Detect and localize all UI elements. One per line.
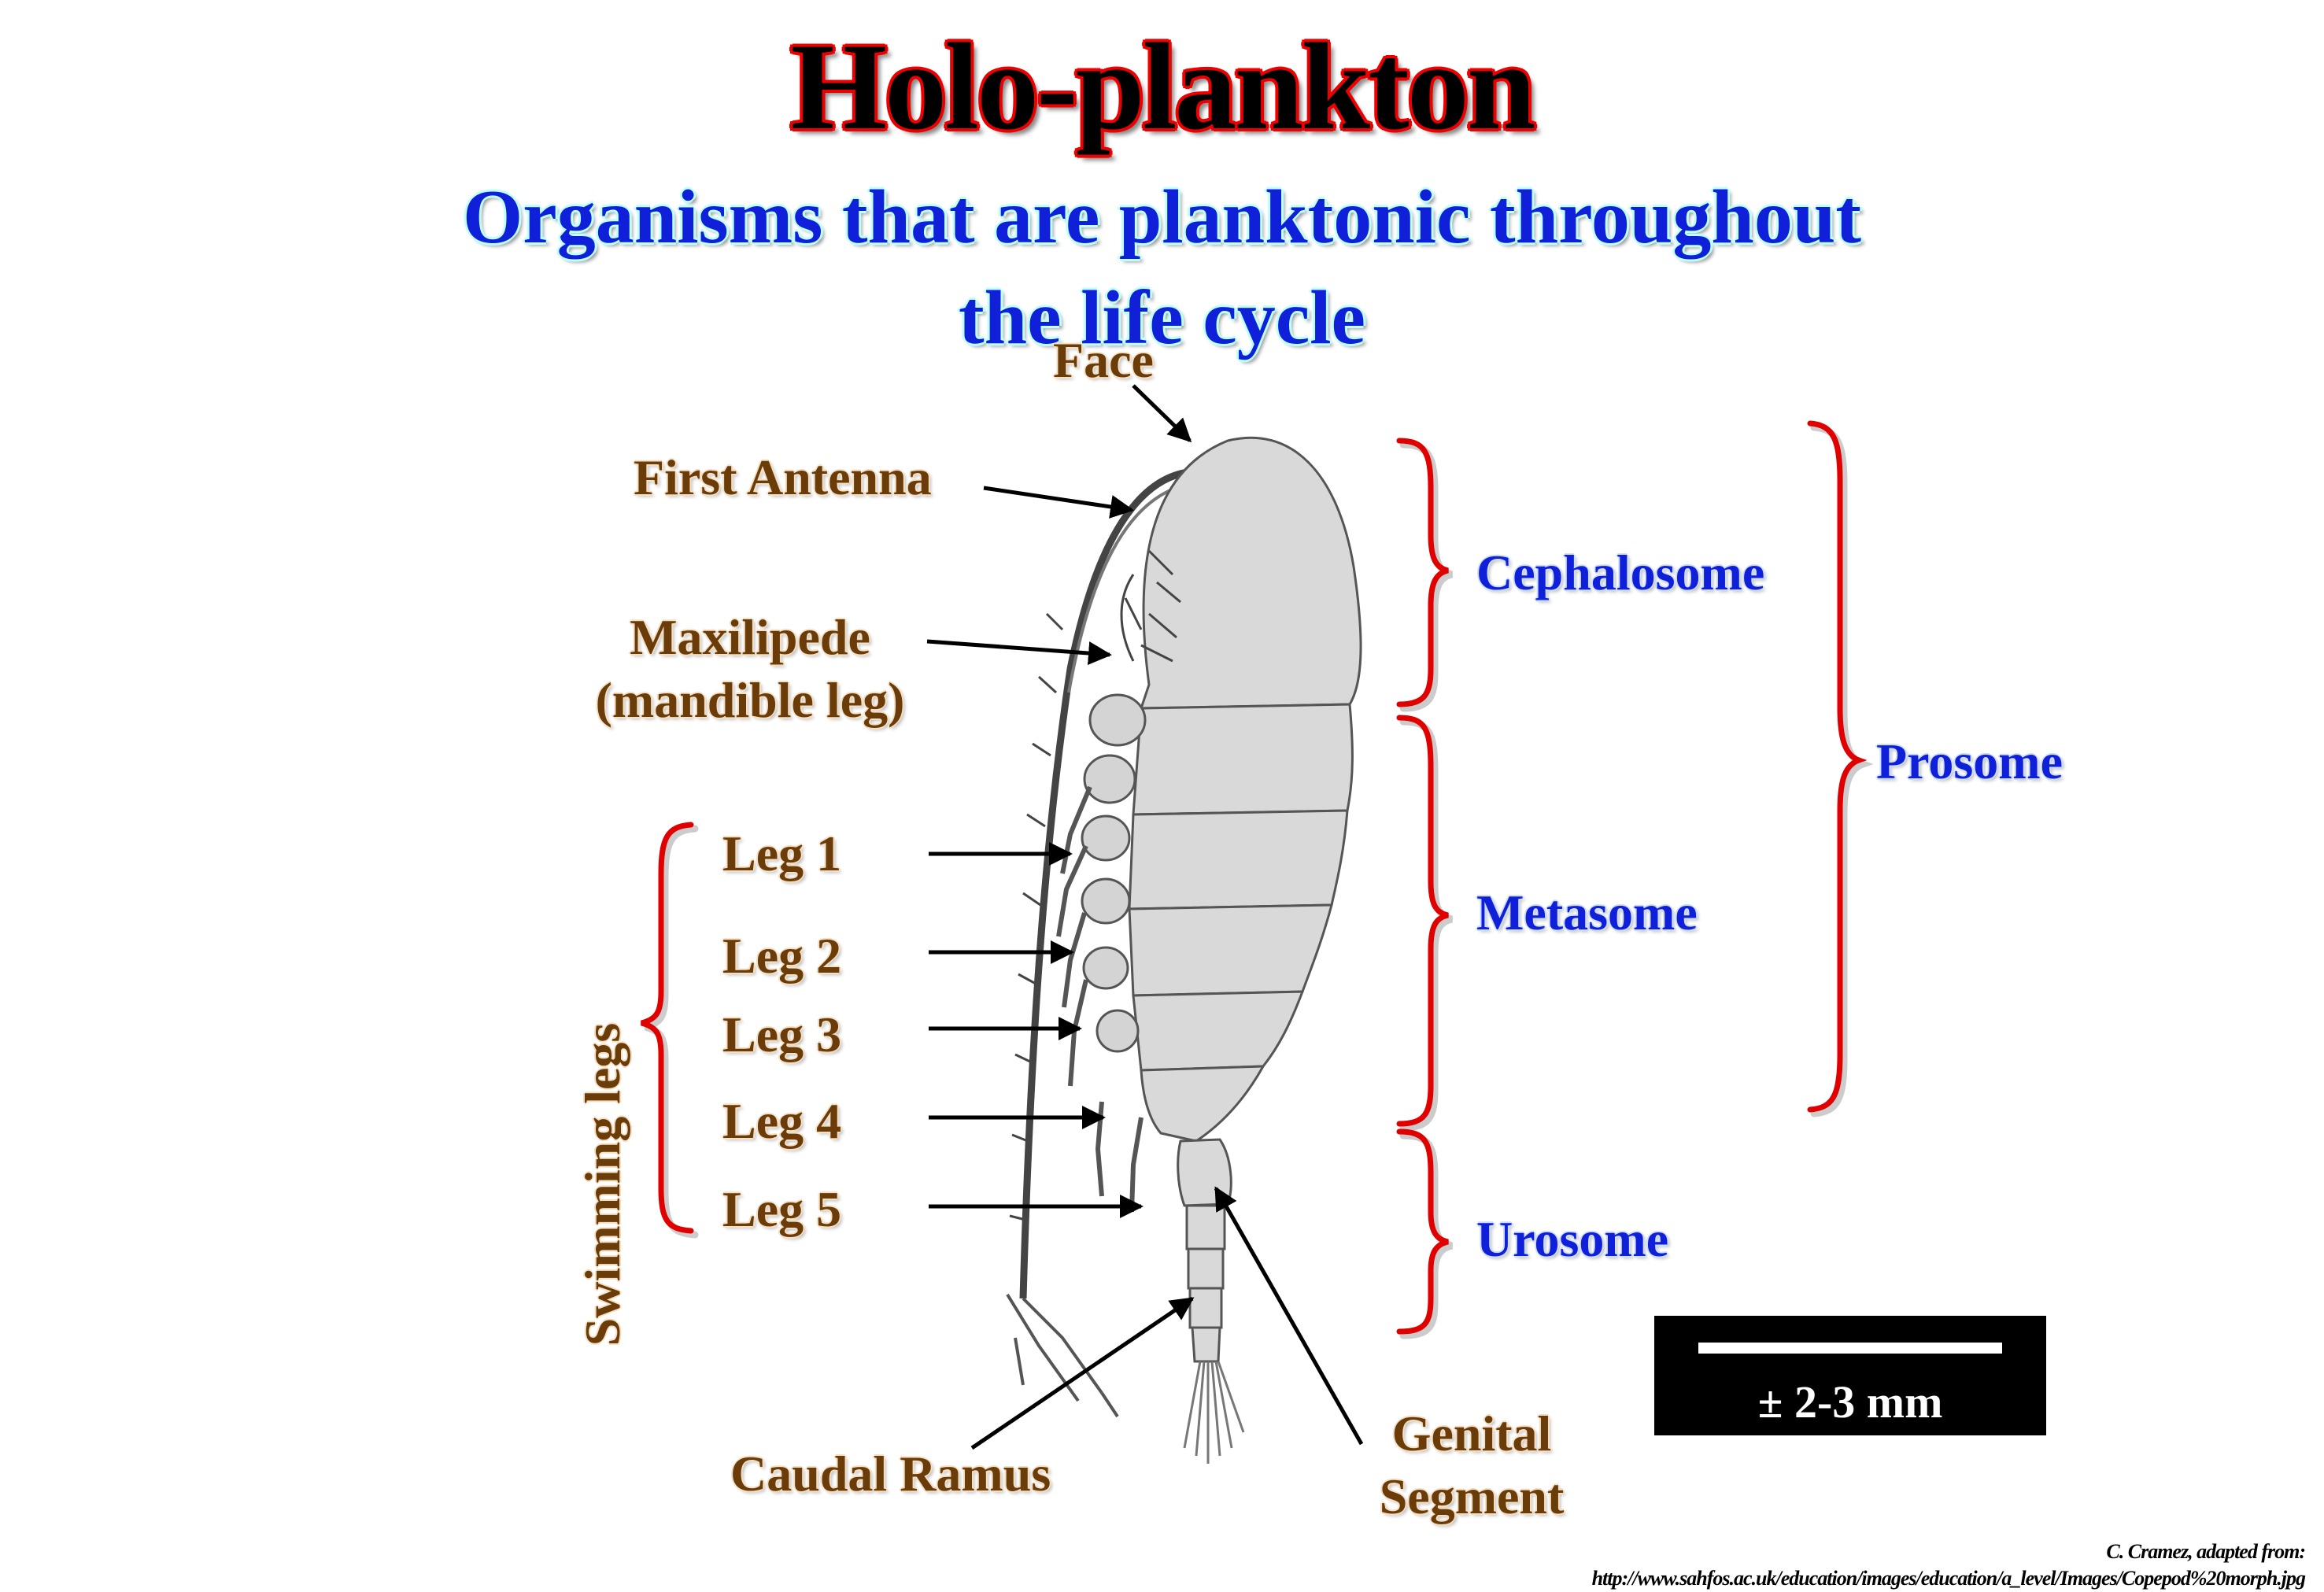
leg-4-label: Leg 4	[722, 1093, 842, 1149]
metasome-seg-4	[1132, 990, 1305, 1072]
scale-label: ± 2-3 mm	[1757, 1376, 1943, 1428]
metasome-seg-1	[1132, 703, 1354, 816]
cephalosome-label: Cephalosome	[1476, 545, 1765, 600]
metasome-label: Metasome	[1476, 885, 1698, 940]
subtitle-line-1: Organisms that are planktonic throughout	[463, 175, 1861, 260]
urosome-seg-4	[1188, 1287, 1223, 1329]
maxilipede-label-line-1: Maxilipede	[630, 609, 870, 665]
genital-segment-shape	[1177, 1138, 1232, 1207]
genital-segment-label: Genital Segment	[1354, 1402, 1590, 1528]
scale-bar	[1698, 1343, 2002, 1354]
prosome-label: Prosome	[1876, 733, 2063, 789]
genital-label-line-2: Segment	[1379, 1468, 1565, 1524]
leg-3-label: Leg 3	[722, 1007, 842, 1062]
cephalosome-brace	[1396, 438, 1449, 707]
credit-line-1: C. Cramez, adapted from:	[2106, 1540, 2306, 1563]
face-arrow	[1132, 384, 1192, 443]
metasome-seg-3	[1128, 903, 1333, 997]
swimming-legs-label: Swimming legs	[575, 1022, 630, 1346]
first-antenna-label: First Antenna	[634, 449, 932, 505]
urosome-seg-3	[1187, 1247, 1225, 1290]
region-braces	[641, 420, 1874, 1339]
genital-segment-arrow	[1214, 1186, 1364, 1446]
metasome-seg-5	[1140, 1065, 1265, 1143]
leg-5-label: Leg 5	[722, 1181, 842, 1237]
genital-label-line-1: Genital	[1391, 1405, 1552, 1461]
urosome-seg-2	[1185, 1204, 1226, 1250]
credit-line-2: http://www.sahfos.ac.uk/education/images…	[1591, 1567, 2306, 1590]
cephalosome-shape	[1139, 436, 1362, 710]
image-credit: C. Cramez, adapted from: http://www.sahf…	[1591, 1538, 2306, 1592]
maxilipede-label-line-2: (mandible leg)	[595, 672, 905, 728]
prosome-brace	[1807, 420, 1868, 1113]
copepod-illustration	[1006, 436, 1362, 1464]
maxilipede-label: Maxilipede (mandible leg)	[565, 606, 935, 732]
swimming-legs-brace	[641, 822, 694, 1234]
leg-2-label: Leg 2	[722, 928, 842, 984]
maxilipede-arrow	[926, 639, 1112, 665]
page-title: Holo-plankton	[790, 18, 1535, 156]
leg-1-label: Leg 1	[722, 826, 842, 881]
metasome-brace	[1396, 715, 1449, 1127]
caudal-ramus-arrow	[970, 1296, 1195, 1450]
caudal-ramus-shape	[1191, 1326, 1221, 1363]
urosome-brace	[1396, 1128, 1449, 1335]
pointer-arrows	[926, 384, 1364, 1450]
first-antenna-arrow	[983, 486, 1134, 519]
scale-bar-box: ± 2-3 mm	[1654, 1316, 2046, 1435]
urosome-label: Urosome	[1476, 1211, 1669, 1267]
subtitle-line-2: the life cycle	[959, 275, 1365, 360]
page-subtitle: Organisms that are planktonic throughout…	[0, 167, 2324, 368]
caudal-ramus-label: Caudal Ramus	[730, 1446, 1051, 1502]
metasome-seg-2	[1128, 809, 1349, 911]
face-label: Face	[1053, 332, 1154, 388]
